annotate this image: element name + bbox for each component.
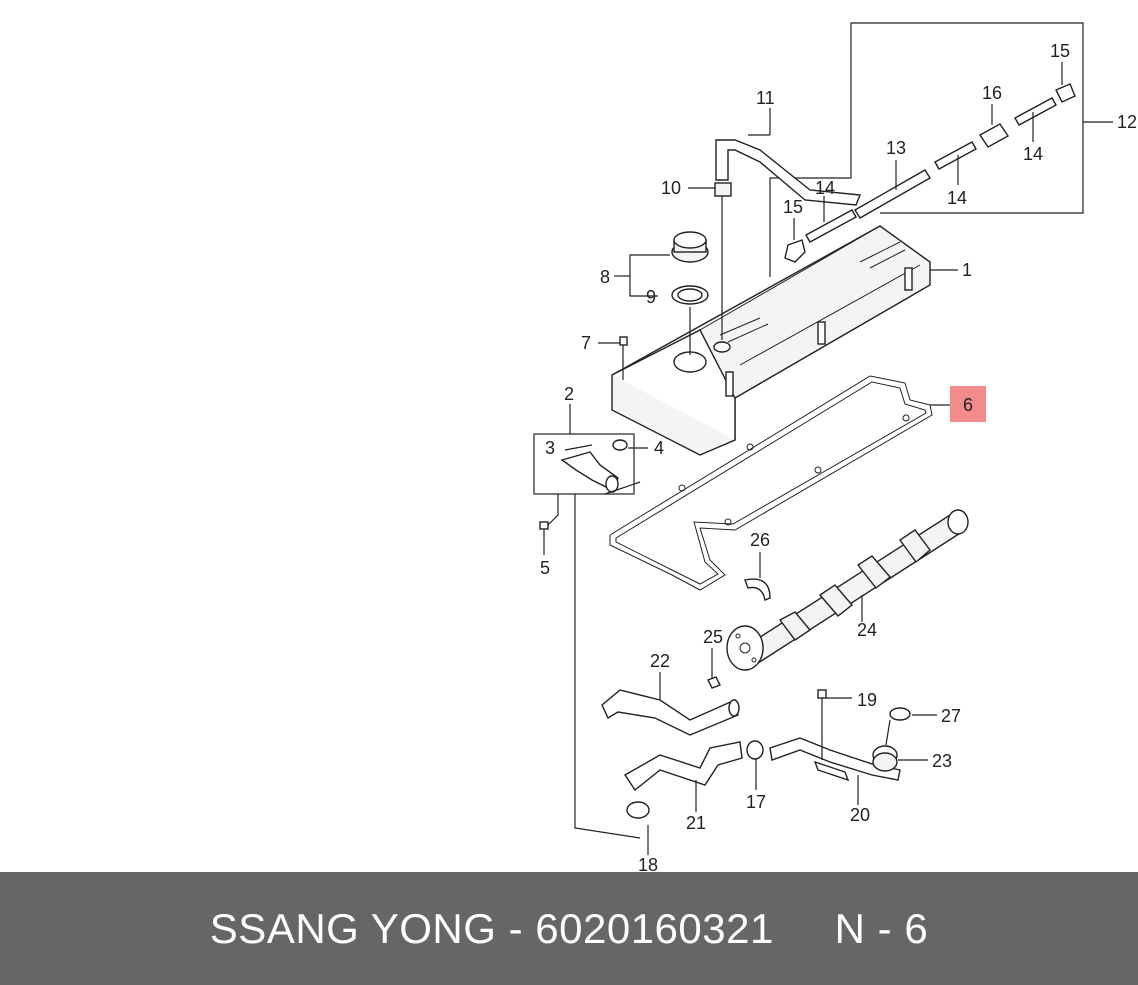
callout-23: 23 — [932, 751, 952, 771]
o-ring-4 — [612, 439, 648, 451]
callout-22: 22 — [650, 651, 670, 671]
callout-14b: 14 — [947, 188, 967, 208]
clamp-18 — [626, 801, 650, 855]
callout-13: 13 — [886, 138, 906, 158]
dowel-pin — [707, 648, 721, 689]
clamp-17 — [746, 740, 764, 790]
camshaft — [738, 509, 969, 666]
hose-14-upper — [934, 97, 1057, 185]
callout-27: 27 — [941, 706, 961, 726]
seal-27 — [885, 707, 937, 746]
callout-8: 8 — [600, 267, 610, 287]
callout-10: 10 — [661, 178, 681, 198]
callout-18: 18 — [638, 855, 658, 872]
group-2-bracket — [533, 404, 635, 495]
bolt-7 — [598, 336, 628, 380]
callout-26: 26 — [750, 530, 770, 550]
callout-3: 3 — [545, 438, 555, 458]
callout-9: 9 — [646, 287, 656, 307]
callout-15b: 15 — [783, 197, 803, 217]
pipe-20 — [769, 737, 901, 805]
bolt-19 — [817, 689, 852, 760]
callout-20: 20 — [850, 805, 870, 825]
callout-14a: 14 — [815, 178, 835, 198]
parts-diagram: 1 2 3 4 5 6 7 8 9 10 11 12 13 14 14 14 1… — [533, 22, 1137, 872]
filler-seal — [671, 285, 709, 305]
footer-bar: SSANG YONG - 6020160321 N - 6 — [0, 872, 1138, 985]
breather-hose-11 — [715, 108, 861, 206]
connector-16 — [978, 104, 1010, 148]
hose-14-lower — [805, 196, 857, 243]
callout-11: 11 — [756, 88, 775, 108]
callout-1: 1 — [962, 260, 972, 280]
thrust-half-26 — [744, 552, 771, 601]
valve-cover — [611, 225, 958, 456]
callout-17: 17 — [746, 792, 766, 812]
elbow-15-upper — [1055, 62, 1076, 103]
oil-filler-cap — [671, 231, 709, 355]
callout-16: 16 — [982, 83, 1002, 103]
callout-labels: 1 2 3 4 5 6 7 8 9 10 11 12 13 14 14 14 1… — [540, 41, 1137, 872]
elbow-15-lower — [784, 218, 806, 263]
sprocket-flange — [726, 625, 764, 671]
pcv-elbow — [560, 444, 619, 493]
bolt-5 — [539, 494, 559, 555]
callout-6: 6 — [963, 395, 973, 415]
callout-24: 24 — [857, 620, 877, 640]
callout-2: 2 — [564, 384, 574, 404]
hose-22 — [601, 672, 740, 736]
callout-7: 7 — [581, 333, 591, 353]
callout-4: 4 — [654, 438, 664, 458]
group-12-bracket — [769, 22, 1113, 277]
valve-cover-gasket — [609, 375, 950, 591]
callout-5: 5 — [540, 558, 550, 578]
callout-25: 25 — [703, 627, 723, 647]
callout-14c: 14 — [1023, 144, 1043, 164]
callout-15a: 15 — [1050, 41, 1070, 61]
callout-19: 19 — [857, 690, 877, 710]
cap-23 — [872, 745, 928, 772]
hose-21 — [624, 741, 743, 812]
callout-21: 21 — [686, 813, 706, 833]
grommet — [688, 182, 732, 340]
callout-12: 12 — [1117, 112, 1137, 132]
breather-pipe-13 — [854, 160, 931, 219]
footer-text: SSANG YONG - 6020160321 N - 6 — [209, 904, 929, 952]
highlight-box — [950, 386, 986, 422]
